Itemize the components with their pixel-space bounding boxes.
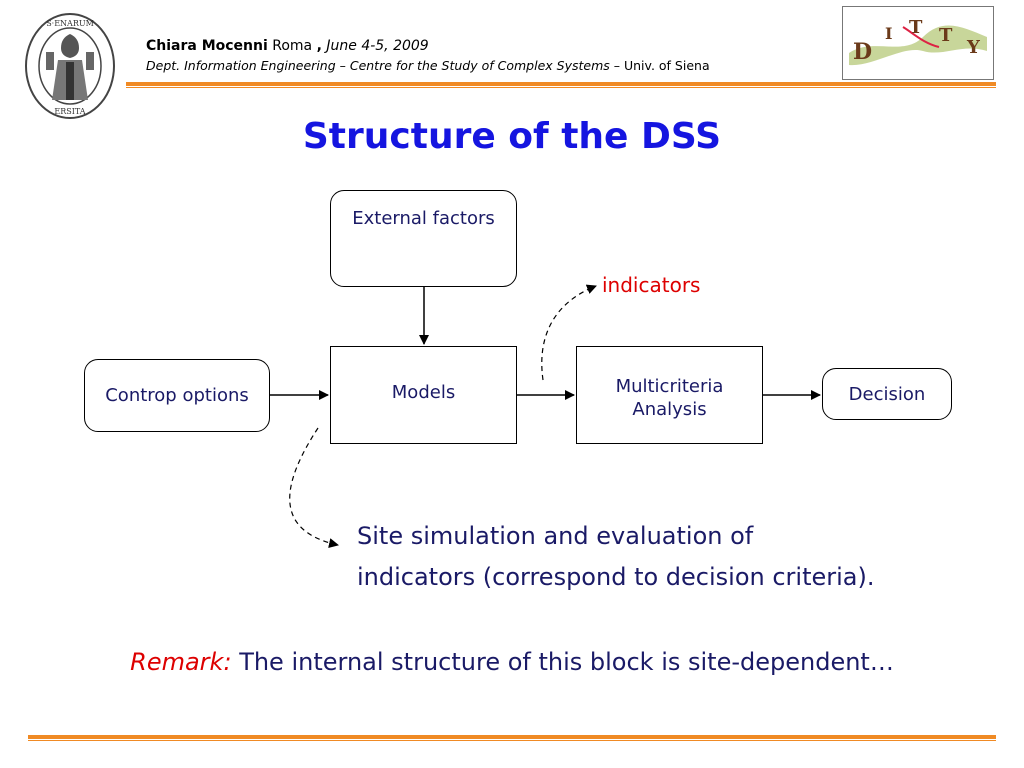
svg-text:I: I: [885, 24, 892, 43]
svg-text:Y: Y: [966, 37, 981, 58]
remark-text: The internal structure of this block is …: [239, 648, 894, 676]
models-box: Models: [330, 346, 517, 444]
header-divider-thin: [126, 87, 996, 88]
header-affiliation-line: Dept. Information Engineering – Centre f…: [146, 58, 710, 73]
decision-box: Decision: [822, 368, 952, 420]
university: – Univ. of Siena: [613, 58, 710, 73]
svg-text:T: T: [939, 25, 953, 46]
remark-label: Remark:: [130, 648, 232, 676]
svg-text:ERSITA: ERSITA: [54, 107, 85, 116]
indicators-label: indicators: [602, 273, 701, 297]
comma: ,: [316, 38, 322, 54]
remark-line: Remark: The internal structure of this b…: [0, 648, 1024, 676]
slide-title: Structure of the DSS: [302, 116, 722, 157]
footer-divider: [28, 735, 996, 739]
external-factors-box: External factors: [330, 190, 517, 287]
author-name: Chiara Mocenni: [146, 38, 268, 54]
svg-text:T: T: [909, 17, 923, 38]
footer-divider-thin: [28, 740, 996, 741]
city: Roma: [272, 38, 313, 54]
header-divider: [126, 82, 996, 86]
department: Dept. Information Engineering – Centre f…: [146, 58, 610, 73]
svg-text:S·ENARUM: S·ENARUM: [46, 19, 94, 28]
multicriteria-analysis-box: Multicriteria Analysis: [576, 346, 763, 444]
event-date: June 4-5, 2009: [326, 38, 429, 54]
svg-text:D: D: [853, 39, 872, 65]
university-seal-logo: S·ENARUM ERSITA: [25, 13, 115, 119]
ditty-map-icon: D I T T Y: [849, 17, 987, 66]
site-simulation-text: Site simulation and evaluation of indica…: [357, 522, 875, 591]
controp-options-box: Controp options: [84, 359, 270, 432]
dashed-arrow-site-simulation: [289, 427, 339, 548]
ditty-logo: D I T T Y: [842, 6, 994, 80]
header-author-line: Chiara Mocenni Roma , June 4-5, 2009: [146, 38, 429, 54]
